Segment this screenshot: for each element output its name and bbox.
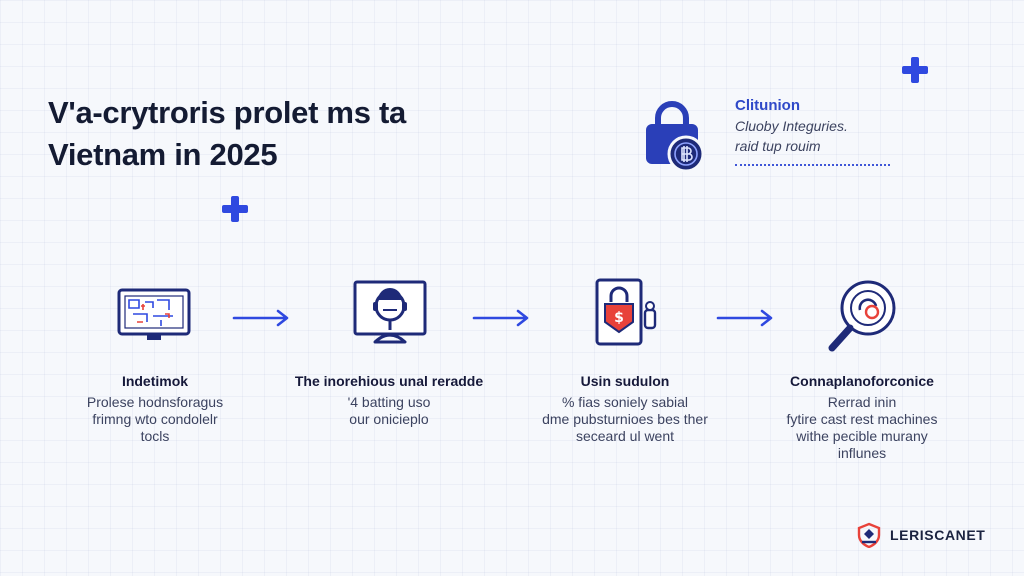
callout-line-1: Cluoby Integuries.: [735, 118, 848, 134]
brand: LERISCANET: [856, 522, 985, 548]
arrow-right-icon: [472, 309, 529, 327]
step-1-title: Indetimok: [121, 373, 189, 389]
step-3-line-3: seceard ul went: [575, 428, 675, 444]
arrow-right-icon: [232, 309, 289, 327]
step-4-title: Connaplanoforconice: [790, 373, 934, 389]
step-1-line-1: Prolese hodnsforagus: [86, 394, 224, 410]
callout-line-2: raid tup rouim: [735, 138, 821, 154]
arrow-right-icon: [716, 309, 773, 327]
step-3-line-1: % fias soniely sabial: [561, 394, 689, 410]
step-3: $ Usin sudulon % fias soniely sabial dme…: [525, 276, 725, 445]
step-4: Connaplanoforconice Rerrad inin fytire c…: [767, 276, 957, 462]
callout-title: Clitunion: [735, 97, 800, 114]
shield-logo-icon: [857, 522, 881, 548]
step-4-line-1: Rerrad inin: [827, 394, 897, 410]
padlock-coin-icon: [646, 101, 705, 173]
step-4-line-3: withe pecible murany: [796, 428, 928, 444]
step-2-line-1: '4 batting uso: [347, 394, 431, 410]
step-3-title: Usin sudulon: [580, 373, 670, 389]
plus-icon: [220, 194, 250, 224]
plus-icon: [900, 55, 930, 85]
step-2: The inorehious unal reradde '4 batting u…: [289, 276, 489, 428]
magnifier-coin-icon: [828, 280, 896, 352]
step-2-title: The inorehious unal reradde: [294, 373, 484, 389]
step-2-line-2: our onicieplo: [349, 411, 429, 427]
page-title: V'a-crytroris prolet ms ta Vietnam in 20…: [48, 92, 518, 176]
user-monitor-icon: [353, 280, 427, 344]
callout: Clitunion Cluoby Integuries. raid tup ro…: [735, 96, 905, 166]
brand-name: LERISCANET: [890, 527, 986, 543]
dotted-divider: [735, 164, 890, 166]
step-1-line-2: frimng wto condolelr: [92, 411, 218, 427]
step-3-line-2: dme pubsturnioes bes ther: [542, 411, 708, 427]
title-line-2: Vietnam in 2025: [48, 137, 278, 172]
step-2-description: '4 batting uso our onicieplo: [289, 394, 489, 428]
title-line-1: V'a-crytroris prolet ms ta: [48, 95, 406, 130]
step-1-line-3: tocls: [140, 428, 170, 444]
svg-text:$: $: [614, 310, 624, 326]
step-4-line-4: influnes: [837, 445, 887, 461]
monitor-diagram-icon: [117, 288, 191, 340]
step-3-description: % fias soniely sabial dme pubsturnioes b…: [525, 394, 725, 445]
step-1-description: Prolese hodnsforagus frimng wto condolel…: [60, 394, 250, 445]
step-4-description: Rerrad inin fytire cast rest machines wi…: [767, 394, 957, 462]
locked-phone-icon: $: [595, 278, 657, 346]
step-1: Indetimok Prolese hodnsforagus frimng wt…: [60, 276, 250, 445]
step-4-line-2: fytire cast rest machines: [786, 411, 938, 427]
